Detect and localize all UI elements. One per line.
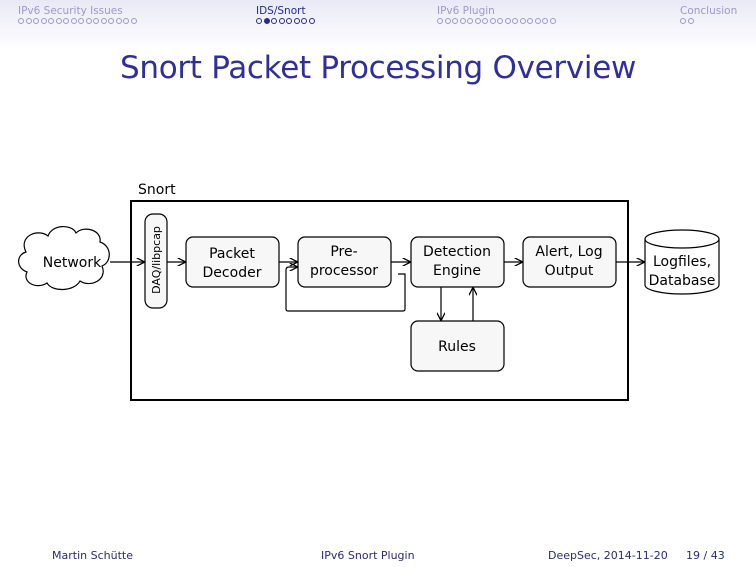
network-label: Network bbox=[43, 255, 102, 271]
nav-dot[interactable] bbox=[474, 18, 481, 24]
nav-dot[interactable] bbox=[489, 18, 496, 24]
nav-section-ipv6-security-issues[interactable]: IPv6 Security Issues bbox=[18, 5, 123, 17]
nav-dot[interactable] bbox=[680, 18, 686, 24]
nav-dot[interactable] bbox=[278, 18, 285, 24]
nav-dot[interactable] bbox=[482, 18, 488, 24]
nav-dot[interactable] bbox=[63, 18, 69, 24]
packet-decoder-label-1: Packet bbox=[209, 246, 255, 262]
nav-dot[interactable] bbox=[308, 18, 315, 24]
nav-dot[interactable] bbox=[263, 18, 270, 24]
footer-event: DeepSec, 2014-11-20 bbox=[548, 549, 668, 562]
footer-page-number: 19 / 43 bbox=[686, 549, 725, 562]
snort-container bbox=[130, 200, 629, 401]
nav-dot[interactable] bbox=[286, 18, 292, 24]
arrow-preprocessor-loop bbox=[285, 267, 406, 312]
output-label-1: Alert, Log bbox=[535, 244, 602, 260]
nav-dot[interactable] bbox=[33, 18, 39, 24]
nav-dot[interactable] bbox=[25, 18, 32, 24]
nav-dot[interactable] bbox=[55, 18, 62, 24]
detection-engine-label-2: Engine bbox=[433, 263, 481, 279]
nav-dot[interactable] bbox=[78, 18, 84, 24]
nav-dot[interactable] bbox=[130, 18, 137, 24]
nav-dot[interactable] bbox=[115, 18, 122, 24]
nav-dot[interactable] bbox=[527, 18, 533, 24]
database-label-1: Logfiles, bbox=[653, 254, 711, 270]
output-label-2: Output bbox=[545, 263, 594, 279]
nav-dot[interactable] bbox=[497, 18, 503, 24]
nav-section-conclusion[interactable]: Conclusion bbox=[680, 5, 737, 17]
rules-box bbox=[410, 320, 505, 372]
nav-section-label: Conclusion bbox=[680, 5, 738, 17]
nav-dot[interactable] bbox=[100, 18, 107, 24]
nav-section-label: IPv6 Plugin bbox=[437, 5, 495, 17]
nav-dot[interactable] bbox=[504, 18, 511, 24]
packet-decoder-label-2: Decoder bbox=[203, 265, 262, 281]
nav-dots-ipv6-security-issues[interactable] bbox=[18, 18, 137, 24]
nav-dot[interactable] bbox=[519, 18, 526, 24]
slide-title: Snort Packet Processing Overview bbox=[119, 50, 637, 86]
nav-section-label: IPv6 Security Issues bbox=[18, 5, 123, 17]
nav-dot[interactable] bbox=[549, 18, 556, 24]
nav-dot[interactable] bbox=[293, 18, 300, 24]
nav-dot[interactable] bbox=[542, 18, 548, 24]
nav-dot[interactable] bbox=[70, 18, 77, 24]
snort-container-label: Snort bbox=[138, 182, 176, 198]
rules-label: Rules bbox=[438, 339, 476, 355]
nav-dot[interactable] bbox=[271, 18, 277, 24]
preprocessor-label-2: processor bbox=[310, 263, 378, 279]
nav-dot[interactable] bbox=[123, 18, 129, 24]
detection-engine-label-1: Detection bbox=[423, 244, 491, 260]
nav-dot[interactable] bbox=[512, 18, 518, 24]
nav-dot[interactable] bbox=[459, 18, 466, 24]
nav-dot[interactable] bbox=[93, 18, 99, 24]
nav-section-label: IDS/Snort bbox=[256, 5, 306, 17]
network-cloud bbox=[18, 226, 110, 291]
nav-section-ids-snort[interactable]: IDS/Snort bbox=[256, 5, 306, 17]
nav-dot[interactable] bbox=[40, 18, 47, 24]
daq-label: DAQ/libpcap bbox=[150, 226, 163, 294]
nav-dot[interactable] bbox=[256, 18, 262, 24]
nav-dot[interactable] bbox=[85, 18, 92, 24]
nav-dot[interactable] bbox=[18, 18, 24, 24]
nav-dot[interactable] bbox=[687, 18, 694, 24]
footer-author: Martin Schütte bbox=[52, 549, 133, 562]
daq-box bbox=[144, 213, 168, 309]
nav-dot[interactable] bbox=[437, 18, 443, 24]
database-label-2: Database bbox=[649, 273, 716, 289]
nav-dot[interactable] bbox=[48, 18, 54, 24]
database-cylinder bbox=[644, 229, 720, 295]
nav-section-ipv6-plugin[interactable]: IPv6 Plugin bbox=[437, 5, 495, 17]
preprocessor-label-1: Pre- bbox=[330, 244, 357, 260]
nav-dots-ids-snort[interactable] bbox=[256, 18, 315, 24]
nav-dot[interactable] bbox=[108, 18, 114, 24]
section-navigation: IPv6 Security Issues IDS/Snort IPv6 Plug… bbox=[0, 0, 756, 50]
nav-dots-ipv6-plugin[interactable] bbox=[437, 18, 556, 24]
nav-dot[interactable] bbox=[301, 18, 307, 24]
footer-talk-title: IPv6 Snort Plugin bbox=[321, 549, 415, 562]
nav-dot[interactable] bbox=[444, 18, 451, 24]
nav-dot[interactable] bbox=[452, 18, 458, 24]
nav-dot[interactable] bbox=[467, 18, 473, 24]
nav-dot[interactable] bbox=[534, 18, 541, 24]
nav-dots-conclusion[interactable] bbox=[680, 18, 694, 24]
